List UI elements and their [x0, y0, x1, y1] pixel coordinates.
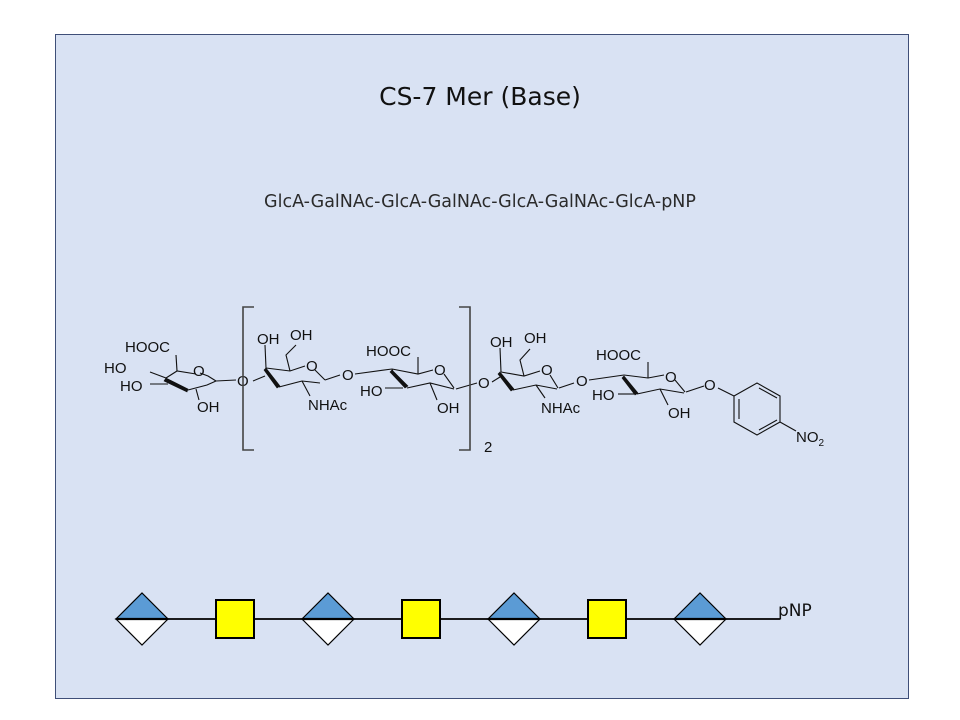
nhac-label-1: NHAc — [308, 397, 348, 414]
ring-o-label-3: O — [434, 362, 446, 379]
hooc-label-2: HOOC — [366, 343, 411, 360]
ring-o-label-4: O — [541, 362, 553, 379]
glca-symbol-top — [486, 592, 542, 620]
repeat-bracket-left — [242, 306, 254, 451]
glca-symbol-top — [672, 592, 728, 620]
link-o-label-5: O — [704, 377, 716, 394]
link-o-label-4: O — [576, 373, 588, 390]
glca-symbol — [672, 592, 728, 646]
glca-symbol — [114, 592, 170, 646]
ho-label-1b: HO — [120, 378, 143, 395]
pnp-label: pNP — [778, 601, 812, 621]
sequence-text: GlcA-GalNAc-GlcA-GalNAc-GlcA-GalNAc-GlcA… — [264, 192, 696, 212]
hooc-label-3: HOOC — [596, 347, 641, 364]
galnac-symbol — [215, 599, 255, 639]
no2-label: NO2 — [796, 429, 825, 449]
ho-label-2: HO — [360, 383, 383, 400]
glca-symbol — [300, 592, 356, 646]
galnac-symbol — [401, 599, 441, 639]
glca-symbol-top — [300, 592, 356, 620]
oh-label-4a: OH — [490, 334, 513, 351]
oh-label-3: OH — [437, 400, 460, 417]
hooc-label-1: HOOC — [125, 339, 170, 356]
nitrophenyl-ring: NO2 — [717, 382, 825, 449]
oh-label-2a: OH — [257, 331, 280, 348]
link-o-label-3: O — [478, 375, 490, 392]
ring-o-label-5: O — [665, 369, 677, 386]
snfg-symbol-chain: pNP — [114, 592, 812, 646]
link-o-label-2: O — [342, 367, 354, 384]
glca-symbol — [486, 592, 542, 646]
ho-label-1a: HO — [104, 360, 127, 377]
repeat-bracket-right — [459, 306, 471, 451]
galnac-ring-1: OH OH O NHAc O — [252, 327, 354, 414]
glca-symbol-bottom — [114, 618, 170, 646]
slide-title: CS-7 Mer (Base) — [379, 82, 581, 111]
galnac-symbol — [587, 599, 627, 639]
ho-label-3: HO — [592, 387, 615, 404]
glca-symbol-top — [114, 592, 170, 620]
glca-symbol-bottom — [486, 618, 542, 646]
glca-symbol-bottom — [300, 618, 356, 646]
oh-label-2b: OH — [290, 327, 313, 344]
glca-symbol-bottom — [672, 618, 728, 646]
glca-ring-1: HOOC HO HO OH O O — [104, 339, 249, 416]
repeat-count: 2 — [484, 439, 492, 456]
oh-label-5: OH — [668, 405, 691, 422]
ring-o-label-1: O — [193, 363, 205, 380]
glca-ring-2: HOOC HO OH O — [354, 343, 478, 417]
nhac-label-2: NHAc — [541, 400, 581, 417]
slide-panel — [55, 34, 909, 699]
galnac-ring-2: O OH OH O NHAc O — [478, 330, 588, 417]
oh-label-4b: OH — [524, 330, 547, 347]
glca-ring-3: HOOC HO OH O O — [588, 347, 716, 422]
ring-o-label-2: O — [306, 358, 318, 375]
oh-label-1: OH — [197, 399, 220, 416]
